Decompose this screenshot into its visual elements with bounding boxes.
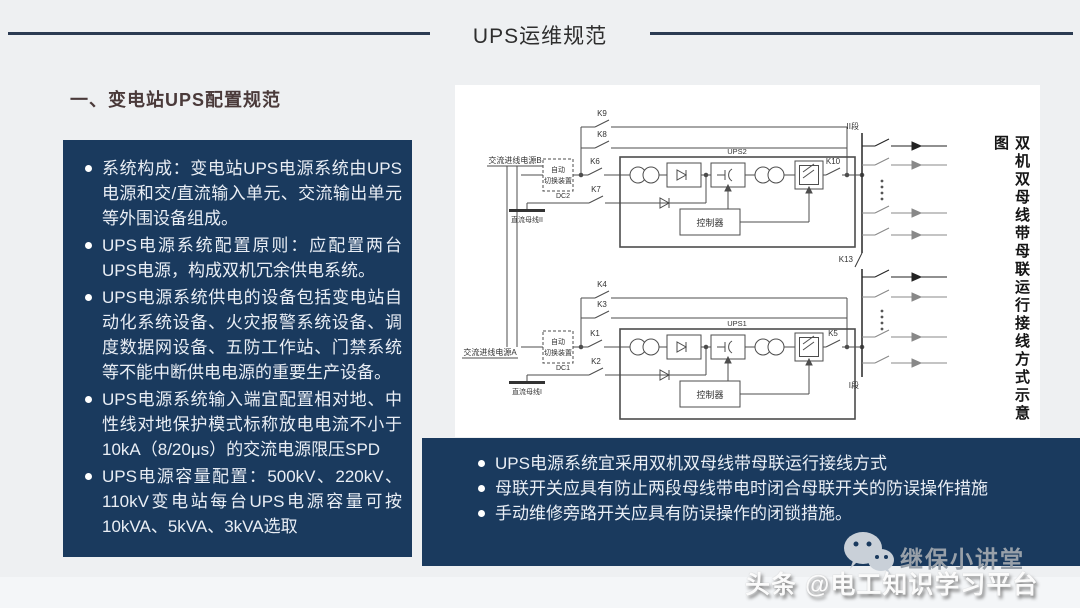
bus2-feeders	[862, 138, 947, 240]
list-item: UPS电源系统配置原则：应配置两台UPS电源，构成双机冗余供电系统。	[85, 233, 402, 283]
wiring-rules-panel: UPS电源系统宜采用双机双母线带母联运行接线方式 母联开关应具有防止两段母线带电…	[422, 438, 1080, 566]
footer-strip	[0, 577, 1080, 608]
label-ups2: UPS2	[727, 147, 747, 156]
title-divider-left	[8, 32, 430, 35]
list-item: 系统构成：变电站UPS电源系统由UPS电源和交/直流输入单元、交流输出单元等外围…	[85, 156, 402, 231]
switch-label-k2: K2	[591, 357, 601, 366]
switch-label-k13: K13	[839, 255, 854, 264]
list-item: 手动维修旁路开关应具有防误操作的闭锁措施。	[478, 501, 1070, 526]
switch-label-k5: K5	[828, 329, 838, 338]
config-rules-list: 系统构成：变电站UPS电源系统由UPS电源和交/直流输入单元、交流输出单元等外围…	[63, 140, 412, 539]
title-divider-right	[650, 32, 1073, 35]
list-item: UPS电源容量配置：500kV、220kV、110kV变电站每台UPS电源容量可…	[85, 464, 402, 539]
switch-label-k10: K10	[826, 157, 841, 166]
watermark-text: 头条 @电工知识学习平台	[745, 571, 1039, 599]
wechat-icon	[844, 532, 894, 575]
switch-label-k1: K1	[590, 329, 600, 338]
switch-label-k8: K8	[597, 130, 607, 139]
label-ac-source-a: 交流进线电源A	[463, 347, 517, 357]
label-ats-a-line2: 切换装置	[544, 348, 572, 357]
list-item: UPS电源系统供电的设备包括变电站自动化系统设备、火灾报警系统设备、调度数据网设…	[85, 285, 402, 385]
list-item: UPS电源系统输入端宜配置相对地、中性线对地保护模式标称放电电流不小于10kA（…	[85, 387, 402, 462]
label-controller-1: 控制器	[696, 389, 723, 400]
label-dc2: DC2	[556, 193, 570, 200]
label-bus-2: II段	[847, 121, 859, 131]
label-dc-bus-2: 直流母线II	[511, 215, 543, 224]
ups1-system	[462, 290, 865, 420]
label-ups1: UPS1	[727, 319, 747, 328]
switch-label-k7: K7	[591, 185, 601, 194]
switch-label-k4: K4	[597, 280, 607, 289]
bus1-feeders	[862, 269, 947, 368]
switch-label-k3: K3	[597, 300, 607, 309]
label-dc-bus-1: 直流母线I	[512, 387, 542, 396]
label-controller-2: 控制器	[696, 217, 723, 228]
switch-label-k9: K9	[597, 109, 607, 118]
diagram-caption: 双机双母线带母联运行接线方式示意图	[992, 135, 1029, 423]
label-bus-1: I段	[849, 380, 859, 390]
switch-label-k6: K6	[590, 157, 600, 166]
label-ac-source-b: 交流进线电源B	[488, 155, 541, 165]
label-dc1: DC1	[556, 365, 570, 372]
label-ats-b-line2: 切换装置	[544, 176, 572, 185]
section-heading: 一、变电站UPS配置规范	[70, 90, 282, 110]
label-ats-a-line1: 自动	[551, 337, 565, 346]
page-title: UPS运维规范	[472, 25, 608, 48]
wiring-diagram-svg: 交流进线电源B 交流进线电源A 自动 切换装置 自动 切换装置 直流母线II 直…	[462, 109, 947, 420]
ups2-system	[487, 119, 865, 347]
list-item: 母联开关应具有防止两段母线带电时闭合母联开关的防误操作措施	[478, 476, 1070, 501]
config-rules-panel: 系统构成：变电站UPS电源系统由UPS电源和交/直流输入单元、交流输出单元等外围…	[63, 140, 412, 557]
brand-name: 继保小讲堂	[900, 546, 1025, 572]
list-item: UPS电源系统宜采用双机双母线带母联运行接线方式	[478, 451, 1070, 476]
wiring-rules-list: UPS电源系统宜采用双机双母线带母联运行接线方式 母联开关应具有防止两段母线带电…	[422, 438, 1080, 526]
label-ats-b-line1: 自动	[551, 165, 565, 174]
ups-wiring-diagram: 交流进线电源B 交流进线电源A 自动 切换装置 自动 切换装置 直流母线II 直…	[455, 85, 1040, 437]
bus-section	[854, 133, 863, 377]
